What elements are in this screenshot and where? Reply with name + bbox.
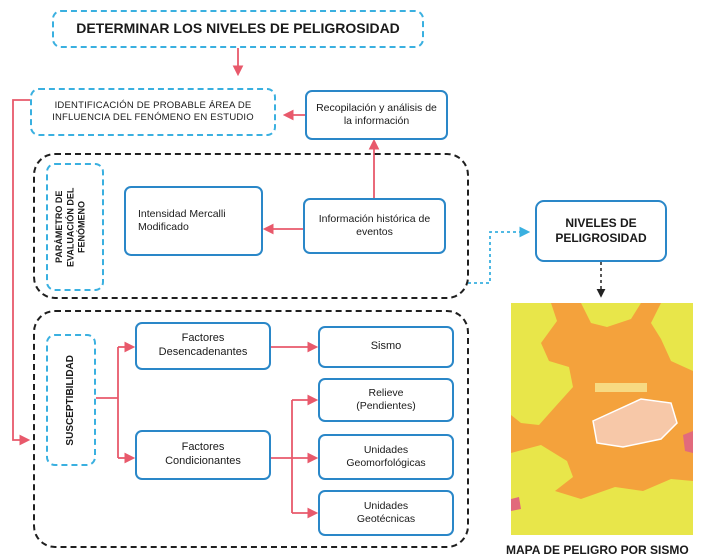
triggering-factors-text: Factores Desencadenantes <box>158 332 248 358</box>
parameter-node: PARÁMETRO DE EVALUACIÓN DEL FENÓMENO <box>46 163 104 291</box>
geomorphological-units-text: Unidades Geomorfológicas <box>346 443 426 469</box>
historical-info-node: Información histórica de eventos <box>303 198 446 254</box>
map-low-hazard-area <box>511 303 573 425</box>
susceptibility-group <box>33 310 469 548</box>
compilation-text: Recopilación y análisis de la informació… <box>316 101 437 127</box>
compilation-node: Recopilación y análisis de la informació… <box>305 90 448 140</box>
map-study-area-label <box>595 383 647 392</box>
identification-node: IDENTIFICACIÓN DE PROBABLE ÁREA DE INFLU… <box>30 88 276 136</box>
parameter-text: PARÁMETRO DE EVALUACIÓN DEL FENÓMENO <box>54 187 87 267</box>
map-study-area-outline <box>592 398 678 448</box>
evaluation-group <box>33 153 469 299</box>
historical-info-text: Información histórica de eventos <box>318 212 431 238</box>
hazard-levels-text: NIVELES DE PELIGROSIDAD <box>555 216 647 245</box>
seismic-hazard-map <box>511 303 693 535</box>
identification-text: IDENTIFICACIÓN DE PROBABLE ÁREA DE INFLU… <box>52 100 254 123</box>
map-low-hazard-area-right <box>651 303 693 371</box>
map-low-hazard-island <box>631 499 679 527</box>
map-caption: MAPA DE PELIGRO POR SISMO <box>506 543 689 557</box>
geotechnical-units-node: Unidades Geotécnicas <box>318 490 454 536</box>
conditioning-factors-text: Factores Condicionantes <box>165 441 241 467</box>
map-high-hazard-spot-lower <box>511 497 521 511</box>
intensity-text: Intensidad Mercalli Modificado <box>138 207 226 233</box>
hazard-levels-node: NIVELES DE PELIGROSIDAD <box>535 200 667 262</box>
geomorphological-units-node: Unidades Geomorfológicas <box>318 434 454 480</box>
triggering-factors-node: Factores Desencadenantes <box>135 322 271 370</box>
susceptibility-node: SUSCEPTIBILIDAD <box>46 334 96 466</box>
geotechnical-units-text: Unidades Geotécnicas <box>356 499 416 525</box>
diagram-title-text: DETERMINAR LOS NIVELES DE PELIGROSIDAD <box>76 20 400 37</box>
intensity-node: Intensidad Mercalli Modificado <box>124 186 263 256</box>
conditioning-factors-node: Factores Condicionantes <box>135 430 271 480</box>
diagram-title: DETERMINAR LOS NIVELES DE PELIGROSIDAD <box>52 10 424 48</box>
earthquake-text: Sismo <box>370 340 402 353</box>
map-low-hazard-area-upper <box>581 303 641 327</box>
relief-node: Relieve (Pendientes) <box>318 378 454 422</box>
susceptibility-text: SUSCEPTIBILIDAD <box>64 354 76 446</box>
earthquake-node: Sismo <box>318 326 454 368</box>
map-high-hazard-spot <box>683 431 693 453</box>
relief-text: Relieve (Pendientes) <box>356 386 416 412</box>
